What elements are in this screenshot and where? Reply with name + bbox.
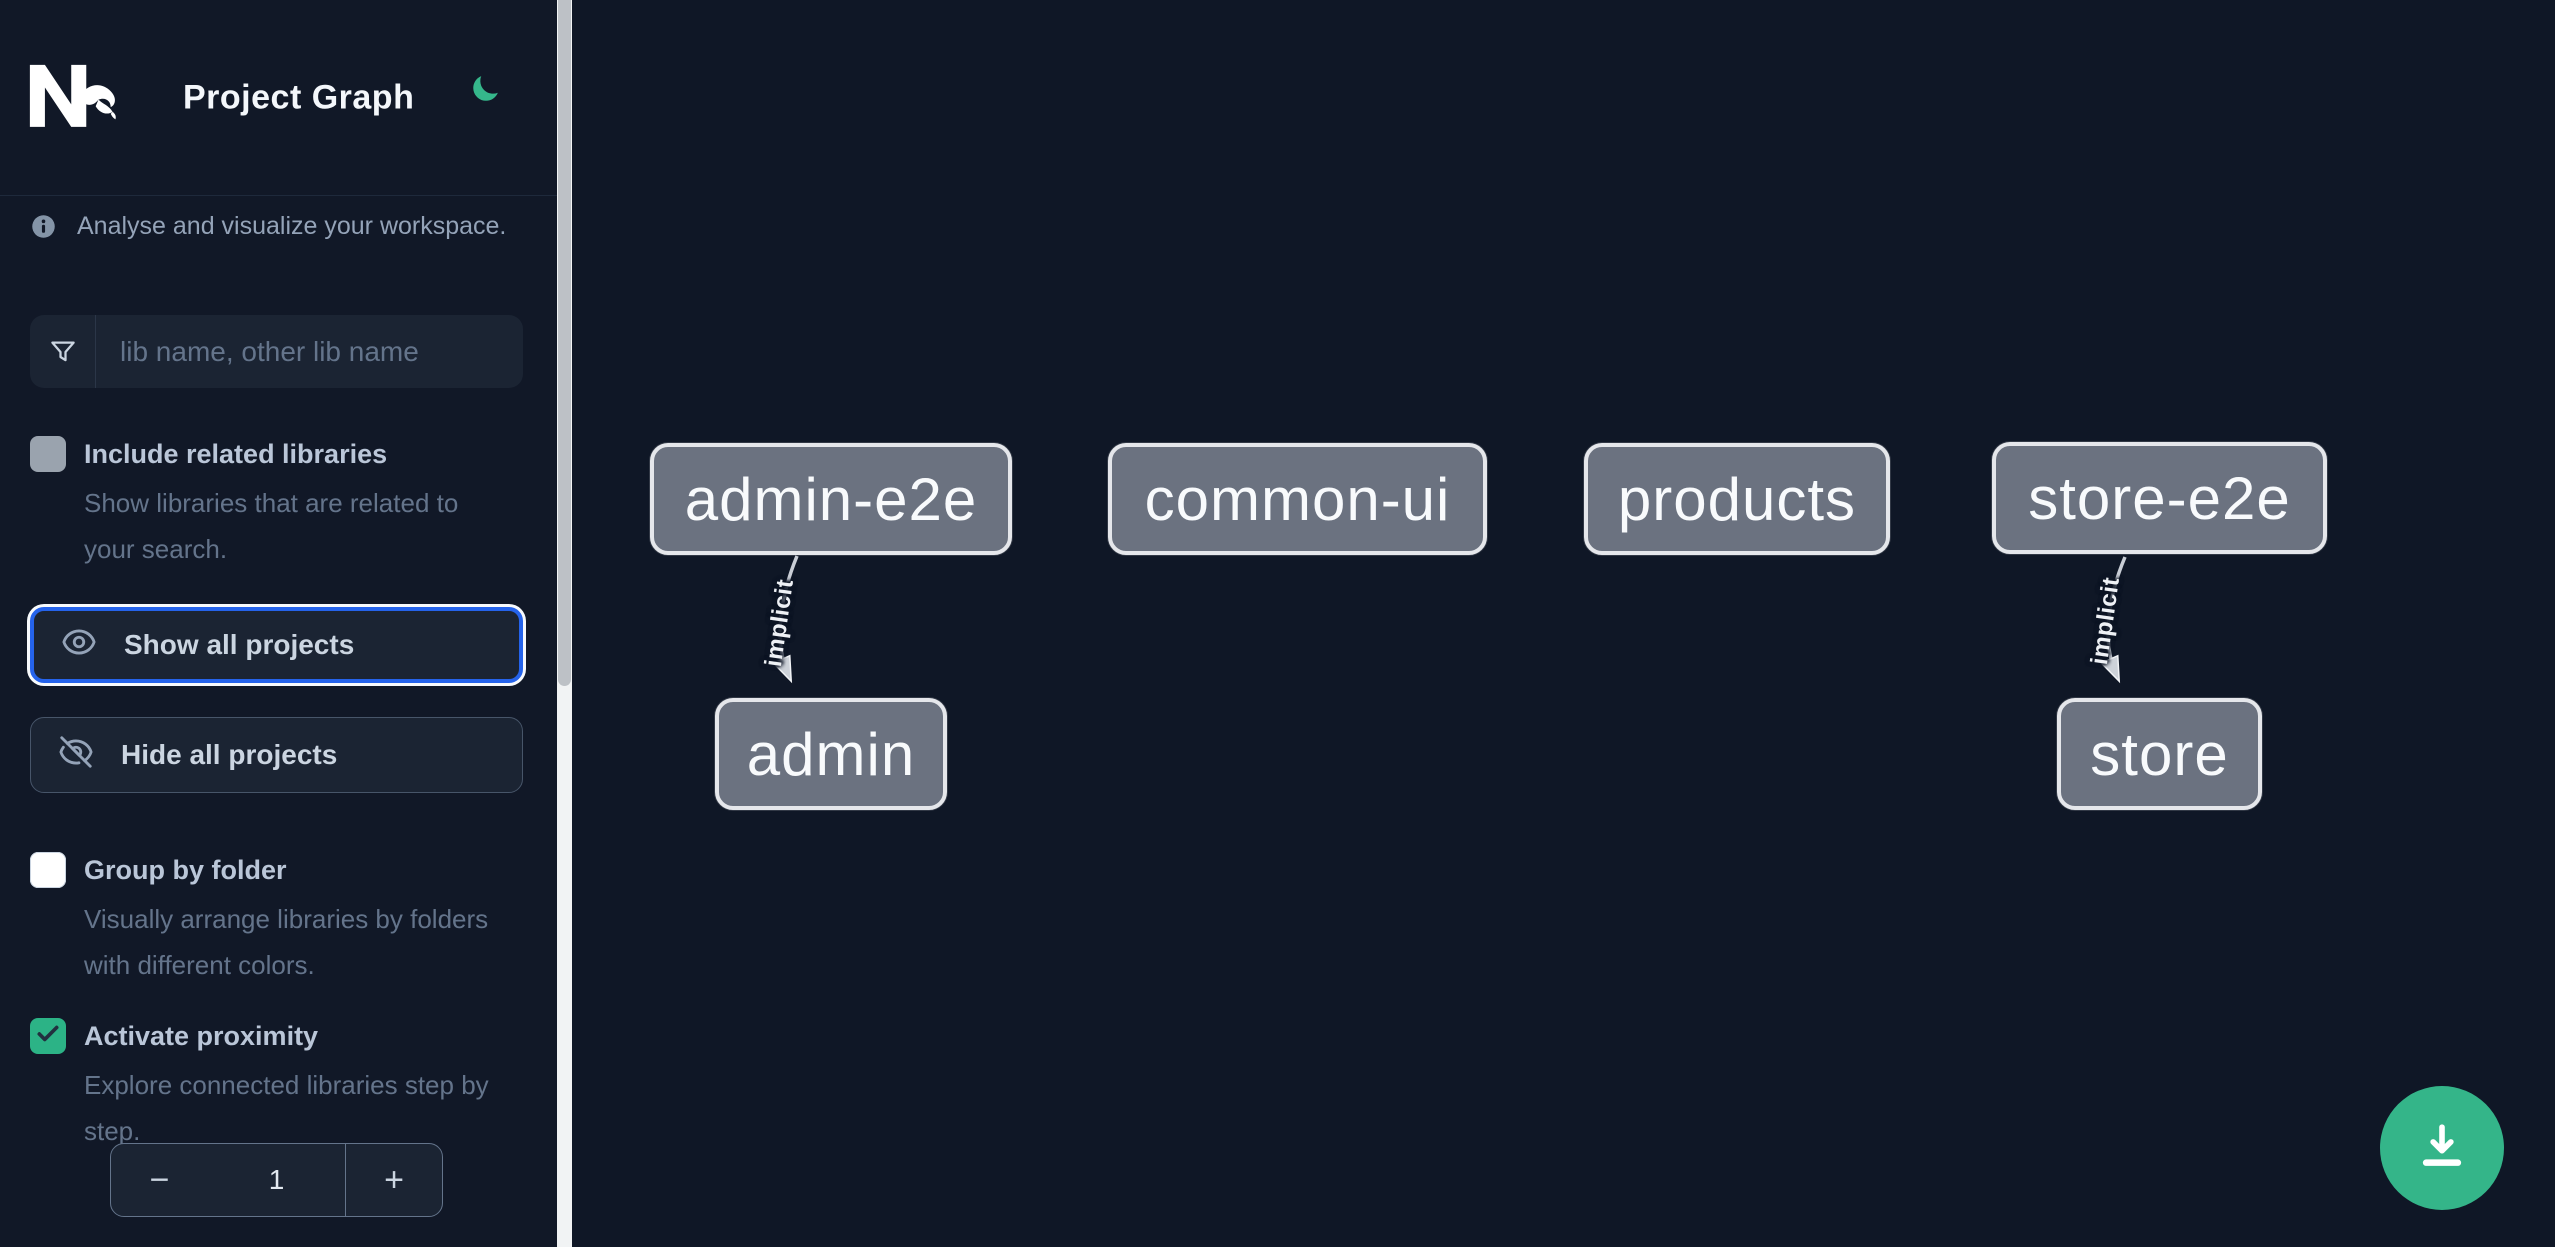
eye-icon xyxy=(60,623,98,668)
tagline-row: Analyse and visualize your workspace. xyxy=(30,212,510,241)
show-all-projects-label: Show all projects xyxy=(124,629,355,660)
edge-admin-e2e-to-admin[interactable] xyxy=(772,555,799,684)
option-description: Explore connected libraries step by step… xyxy=(84,1070,489,1146)
sidebar-header: Project Graph xyxy=(0,0,557,196)
option-activate-proximity: Activate proximity Explore connected lib… xyxy=(30,1018,530,1154)
eye-off-icon xyxy=(57,733,95,778)
graph-node-admin[interactable]: admin xyxy=(715,698,947,810)
moon-icon xyxy=(469,75,503,108)
download-icon xyxy=(2414,1119,2470,1178)
sidebar: Project Graph Analyse and visualize your… xyxy=(0,0,557,1247)
hide-all-projects-label: Hide all projects xyxy=(121,739,338,770)
nx-logo-icon xyxy=(28,63,122,131)
checkbox-group-by-folder[interactable] xyxy=(30,852,66,888)
hide-all-projects-button[interactable]: Hide all projects xyxy=(30,717,523,793)
filter-box xyxy=(30,315,523,388)
option-label[interactable]: Group by folder xyxy=(84,855,287,885)
info-icon xyxy=(30,213,57,240)
checkmark-icon xyxy=(35,1021,61,1052)
download-graph-button[interactable] xyxy=(2380,1086,2504,1210)
option-include-related-libraries: Include related libraries Show libraries… xyxy=(30,436,530,572)
option-group-by-folder: Group by folder Visually arrange librari… xyxy=(30,852,530,988)
graph-node-common-ui[interactable]: common-ui xyxy=(1108,443,1487,555)
page-title: Project Graph xyxy=(183,78,415,116)
tagline-text: Analyse and visualize your workspace. xyxy=(77,212,507,240)
filter-input[interactable] xyxy=(96,315,523,388)
sidebar-scrollbar-track[interactable] xyxy=(557,0,572,1247)
option-description: Visually arrange libraries by folders wi… xyxy=(84,904,489,980)
option-description: Show libraries that are related to your … xyxy=(84,488,459,564)
funnel-icon xyxy=(30,315,96,388)
proximity-increment-button[interactable]: + xyxy=(346,1144,442,1216)
graph-node-store-e2e[interactable]: store-e2e xyxy=(1992,442,2327,554)
option-label[interactable]: Activate proximity xyxy=(84,1021,319,1051)
sidebar-scrollbar-thumb[interactable] xyxy=(558,0,571,686)
option-label[interactable]: Include related libraries xyxy=(84,439,388,469)
show-all-projects-button[interactable]: Show all projects xyxy=(30,607,523,683)
proximity-decrement-button[interactable]: − xyxy=(111,1144,208,1216)
graph-node-products[interactable]: products xyxy=(1584,443,1890,555)
proximity-value: 1 xyxy=(208,1144,346,1216)
graph-node-admin-e2e[interactable]: admin-e2e xyxy=(650,443,1012,555)
graph-edges-layer xyxy=(772,555,2127,684)
checkbox-activate-proximity[interactable] xyxy=(30,1018,66,1054)
theme-toggle-button[interactable] xyxy=(466,69,506,109)
edge-store-e2e-to-store[interactable] xyxy=(2100,556,2127,684)
graph-node-store[interactable]: store xyxy=(2057,698,2262,810)
graph-canvas[interactable]: implicit implicit admin-e2e common-ui pr… xyxy=(557,0,2540,1247)
checkbox-include-related-libraries[interactable] xyxy=(30,436,66,472)
proximity-stepper: − 1 + xyxy=(110,1143,443,1217)
